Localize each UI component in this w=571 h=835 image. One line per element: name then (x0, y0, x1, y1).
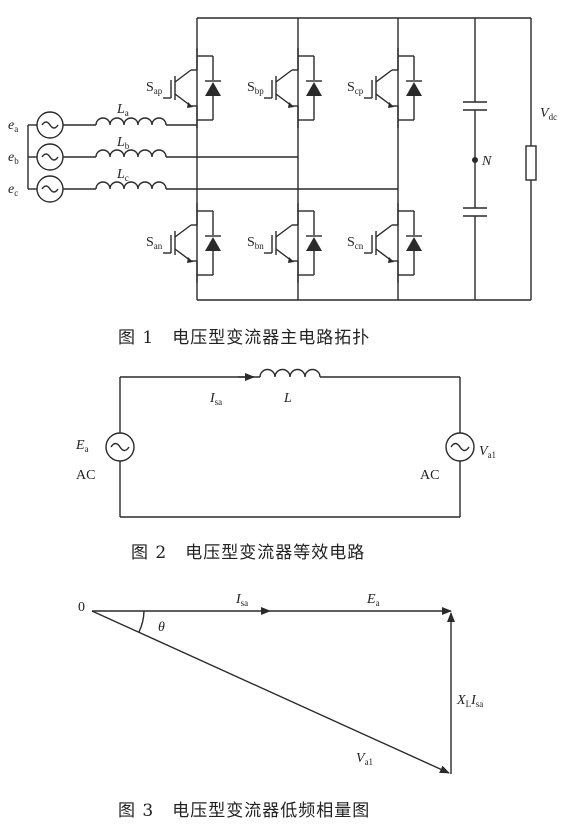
right-source-label: Va1 (479, 444, 496, 460)
inductor-a (95, 117, 167, 126)
right-source-type: AC (420, 468, 439, 483)
inductor-a-label: La (116, 102, 129, 118)
figure1-caption: 图 1 电压型变流器主电路拓扑 (118, 328, 370, 348)
equivalent-inductor (259, 368, 321, 378)
current-label: Isa (209, 391, 222, 407)
ea-label: Ea (366, 592, 380, 608)
switch-scn-label: Scn (347, 235, 364, 251)
source-a-label: ea (8, 118, 18, 134)
igbt-sbp (264, 48, 322, 128)
figure2-caption: 图 2 电压型变流器等效电路 (131, 543, 365, 563)
vdc-resistor (525, 145, 537, 181)
igbt-sap (163, 48, 221, 128)
switch-san-label: San (146, 235, 163, 251)
figure1-circuit: ea eb ec La Lb Lc Sap Sbp Scp San Sbn Sc… (8, 17, 557, 348)
inductor-c-label: Lc (116, 167, 129, 183)
left-source-label: Ea (75, 438, 89, 454)
igbt-scp (364, 48, 422, 128)
phase-c-input (28, 175, 398, 203)
phase-b-input (28, 143, 298, 171)
figure3-caption: 图 3 电压型变流器低频相量图 (118, 801, 370, 821)
switch-sap-label: Sap (146, 80, 163, 96)
phase-a-input (28, 111, 197, 139)
switch-sbn-label: Sbn (247, 235, 264, 251)
figure3-phasor: 0 θ Isa Ea XLIsa Va1 图 3 电压型变流器低频相量图 (78, 592, 483, 821)
igbt-scn (364, 203, 422, 283)
va1-label: Va1 (356, 751, 373, 767)
angle-arc (138, 610, 145, 633)
origin-label: 0 (78, 600, 85, 615)
igbt-sbn (264, 203, 322, 283)
va1-phasor (91, 610, 450, 774)
inductor-b (95, 149, 167, 158)
inductor-b-label: Lb (116, 135, 130, 151)
angle-label: θ (158, 620, 165, 635)
switch-scp-label: Scp (347, 80, 364, 96)
vdc-label: Vdc (540, 106, 557, 122)
source-b-label: eb (8, 150, 19, 166)
neutral-label: N (481, 154, 492, 169)
source-c-label: ec (8, 182, 18, 198)
inductor-c (95, 181, 167, 190)
igbt-san (163, 203, 221, 283)
left-source-type: AC (76, 468, 95, 483)
figure2-circuit: Isa L Ea AC Va1 AC 图 2 电压型变流器等效电路 (75, 368, 496, 563)
xl-isa-label: XLIsa (456, 693, 483, 709)
inductor-label: L (283, 391, 292, 406)
switch-sbp-label: Sbp (247, 80, 264, 96)
neutral-node (472, 157, 478, 163)
isa-label: Isa (235, 592, 248, 608)
